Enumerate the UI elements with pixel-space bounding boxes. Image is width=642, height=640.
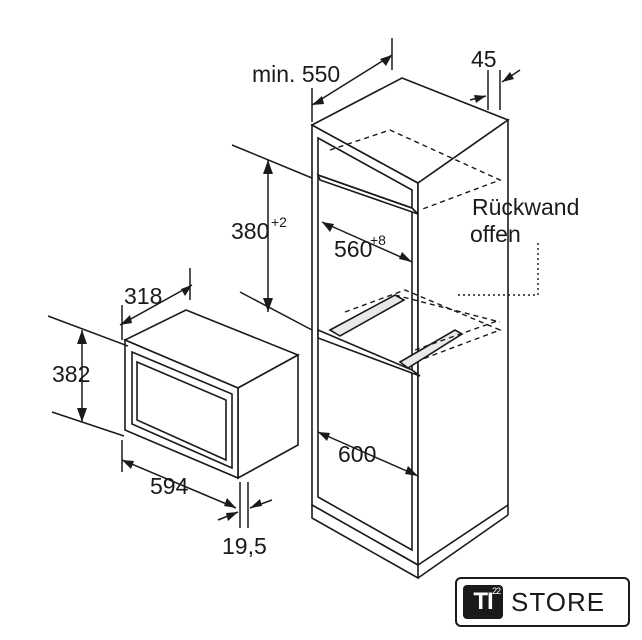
- device-depth-label: 318: [124, 283, 162, 309]
- logo-mark-sup: 22: [491, 586, 501, 596]
- device-height-label: 382: [52, 361, 90, 387]
- logo-mark: TI 22: [463, 585, 503, 619]
- niche-width-tolerance: +8: [370, 232, 386, 248]
- dimension-arrows: [77, 55, 514, 521]
- front-overhang-label: 19,5: [222, 533, 267, 559]
- note-leader: [455, 243, 539, 296]
- store-logo: TI 22 STORE: [455, 577, 630, 627]
- min-depth-label: min. 550: [252, 61, 340, 87]
- tall-cabinet: [310, 77, 510, 580]
- niche-height-tolerance: +2: [271, 214, 287, 230]
- back-note-line2: offen: [470, 221, 521, 247]
- niche-width-label: 560: [334, 236, 372, 262]
- open-back-dashes: [329, 129, 502, 361]
- back-note-line1: Rückwand: [472, 194, 579, 220]
- built-in-appliance: [123, 309, 300, 480]
- logo-text: STORE: [511, 586, 606, 617]
- device-width-label: 594: [150, 473, 189, 499]
- edge-45-label: 45: [471, 46, 497, 72]
- logo-mark-text: TI: [473, 588, 493, 615]
- cabinet-depth-label: 600: [338, 441, 376, 467]
- niche-height-label: 380: [231, 218, 269, 244]
